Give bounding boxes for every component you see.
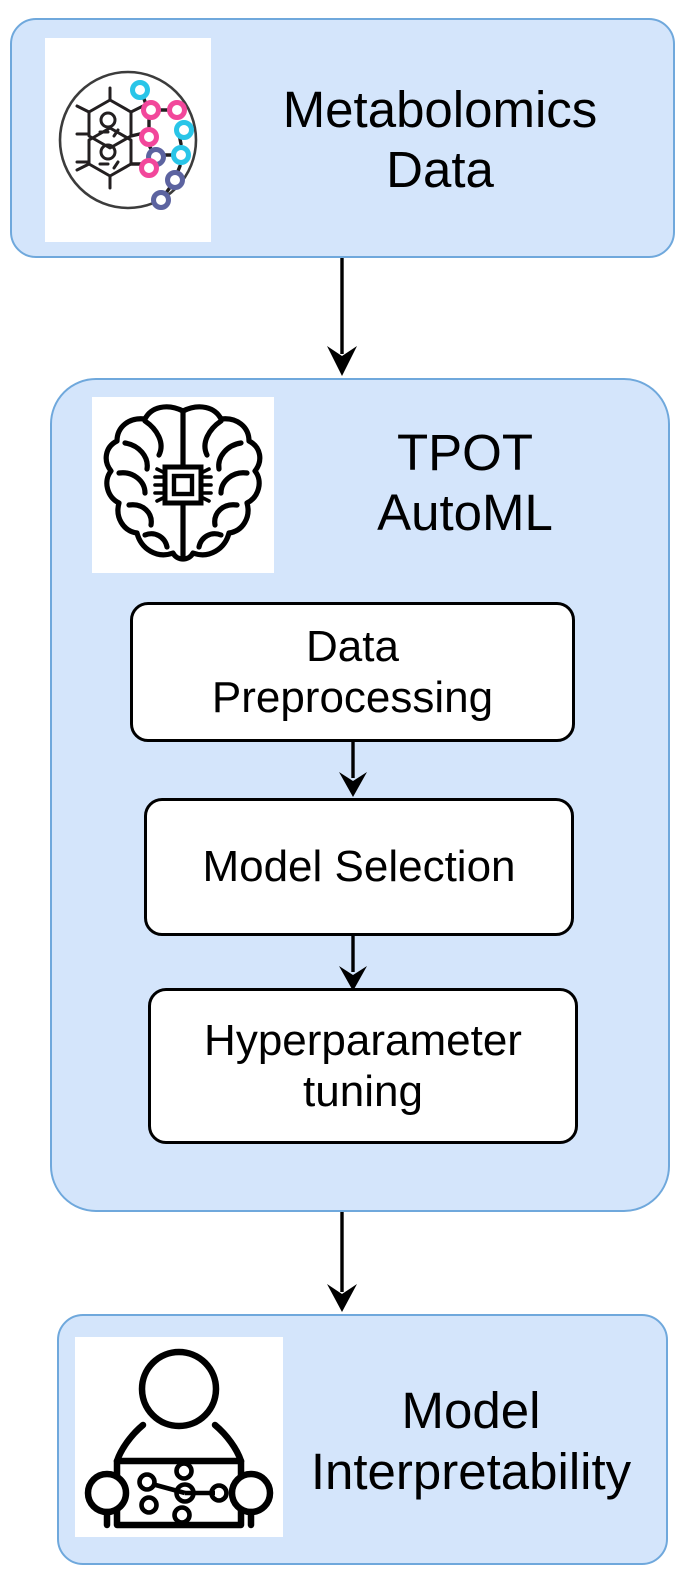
stage-label-tpot-automl: TPOT AutoML: [377, 423, 553, 541]
stage-label-metabolomics-data: Metabolomics Data: [282, 80, 598, 198]
stage-metabolomics-data[interactable]: Metabolomics Data: [10, 18, 675, 258]
arrow-selection-to-tuning: [330, 934, 376, 992]
step-data-preprocessing[interactable]: Data Preprocessing: [130, 602, 575, 742]
arrow-tpot-to-interpretability: [319, 1212, 365, 1314]
stage-tpot-automl[interactable]: TPOT AutoML Data Preprocessing Model Sel…: [50, 378, 670, 1212]
molecule-icon: [45, 38, 211, 242]
arrow-data-to-tpot: [319, 258, 365, 378]
brain-chip-icon: [92, 397, 274, 573]
stage-label-model-interpretability: Model Interpretability: [310, 1382, 632, 1500]
stage-model-interpretability[interactable]: Model Interpretability: [57, 1314, 668, 1565]
arrow-preprocessing-to-selection: [330, 740, 376, 798]
step-hyperparameter-tuning[interactable]: Hyperparameter tuning: [148, 988, 578, 1144]
step-model-selection[interactable]: Model Selection: [144, 798, 574, 936]
person-network-icon: [75, 1337, 283, 1537]
